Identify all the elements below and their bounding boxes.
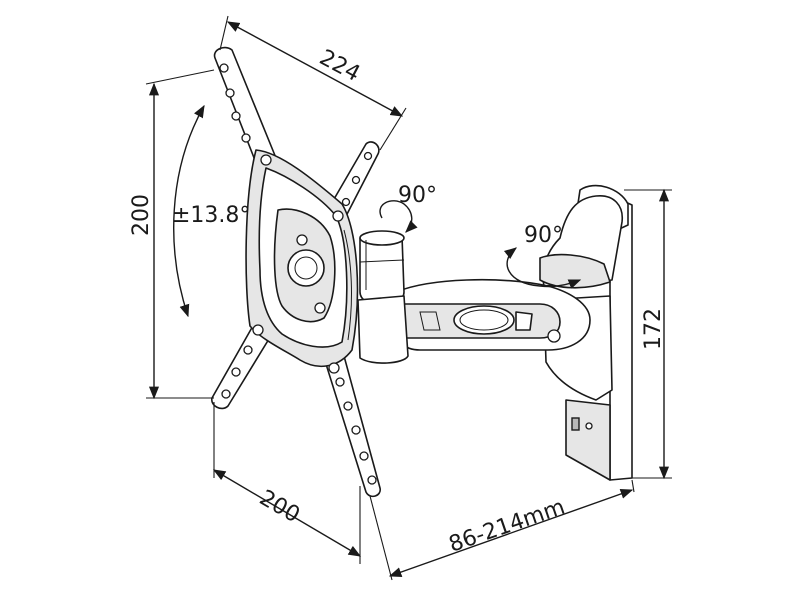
dimension-label-200-bottom: 200 xyxy=(255,486,304,529)
swivel-head-arc xyxy=(379,200,418,233)
dimension-extension xyxy=(369,479,635,581)
dimension-left-height xyxy=(145,69,215,400)
tilt-angle-label: ±13.8° xyxy=(172,203,250,228)
dimension-label-224: 224 xyxy=(315,45,364,87)
dimension-bottom-width xyxy=(212,402,362,564)
vesa-bracket xyxy=(211,46,381,498)
dimension-label-172: 172 xyxy=(641,308,666,350)
swivel-arm xyxy=(393,278,591,351)
tilt-arc xyxy=(173,104,205,318)
dimension-top-width xyxy=(219,15,407,151)
dimension-right-height xyxy=(624,188,672,480)
swivel-arm-angle-label: 90° xyxy=(524,223,563,248)
swivel-head-angle-label: 90° xyxy=(398,183,437,208)
swivel-arm-arc xyxy=(503,247,582,289)
dimension-label-200-vertical: 200 xyxy=(129,194,154,236)
dimension-label-extension: 86-214mm xyxy=(446,495,568,558)
swivel-head-knuckle xyxy=(357,230,409,364)
